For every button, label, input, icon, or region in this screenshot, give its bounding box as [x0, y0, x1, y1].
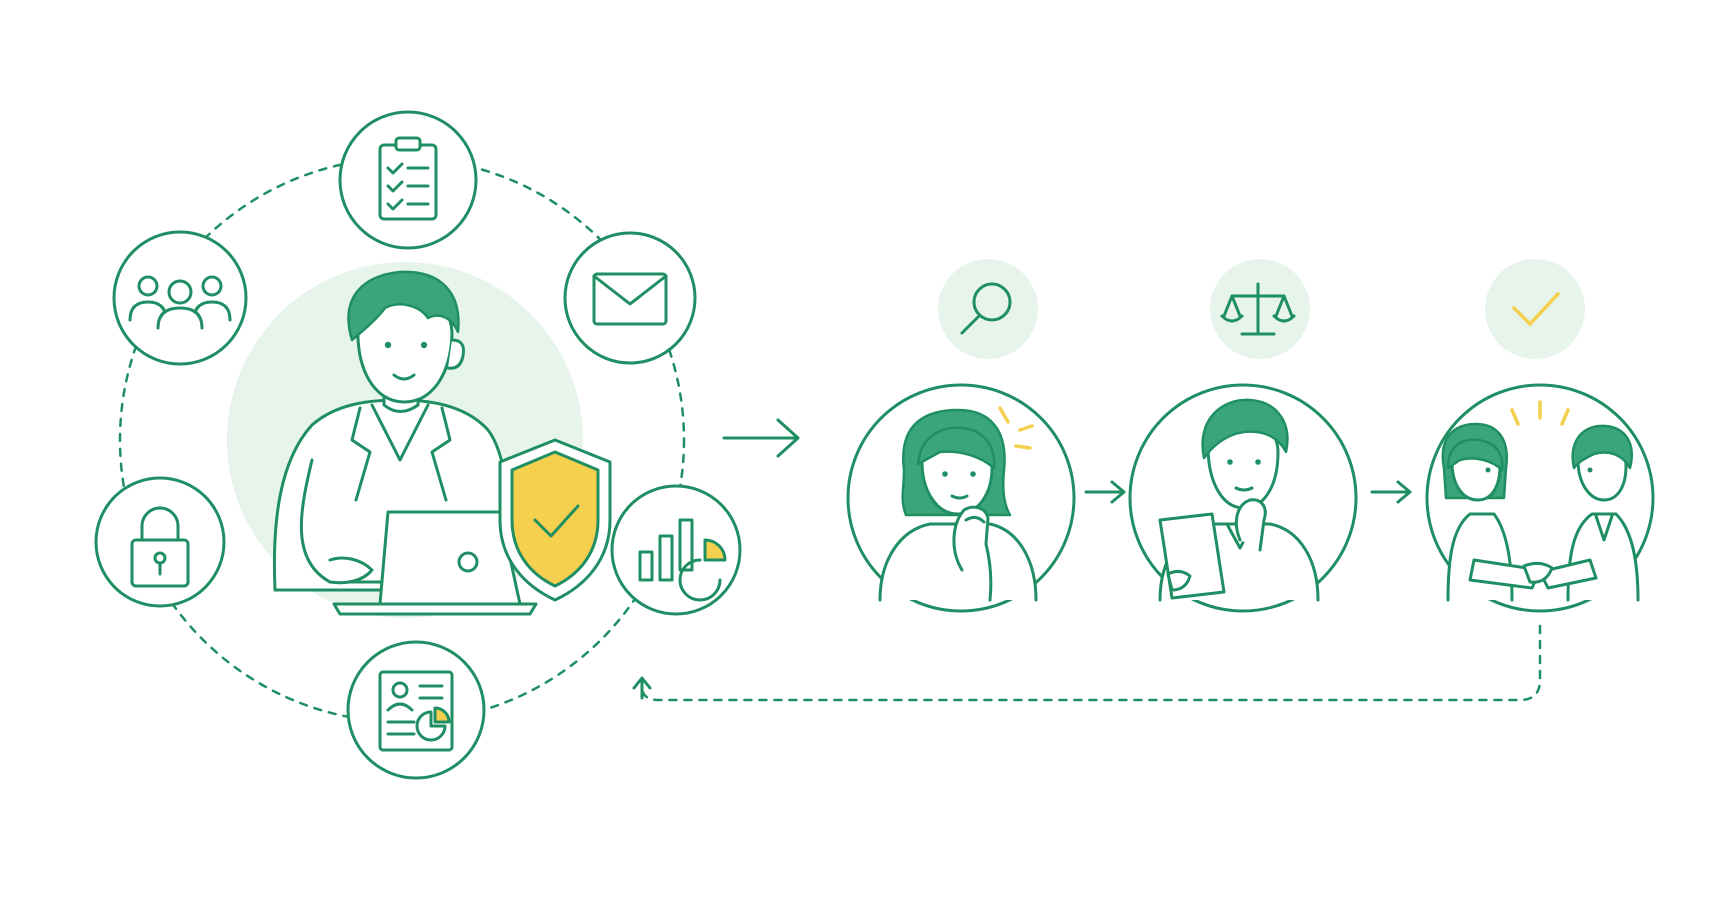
step-2-badge	[1210, 259, 1310, 359]
clipboard-checklist-icon	[338, 110, 478, 250]
mail-envelope-icon	[563, 231, 697, 365]
shield-check-icon	[498, 438, 612, 602]
step-arrow-2	[1370, 480, 1412, 504]
padlock-icon	[94, 476, 226, 608]
step-1-woman-thinking	[846, 383, 1076, 613]
bar-pie-chart-icon	[610, 484, 742, 616]
user-group-icon	[112, 230, 248, 366]
profile-document-icon	[346, 640, 486, 780]
main-arrow-right	[722, 418, 800, 458]
step-1-badge	[938, 259, 1038, 359]
step-3-handshake-agreement	[1425, 383, 1655, 613]
feedback-loop-dashed	[632, 624, 1542, 702]
step-3-badge	[1485, 259, 1585, 359]
step-2-man-reviewing-document	[1128, 383, 1358, 613]
step-arrow-1	[1084, 480, 1126, 504]
